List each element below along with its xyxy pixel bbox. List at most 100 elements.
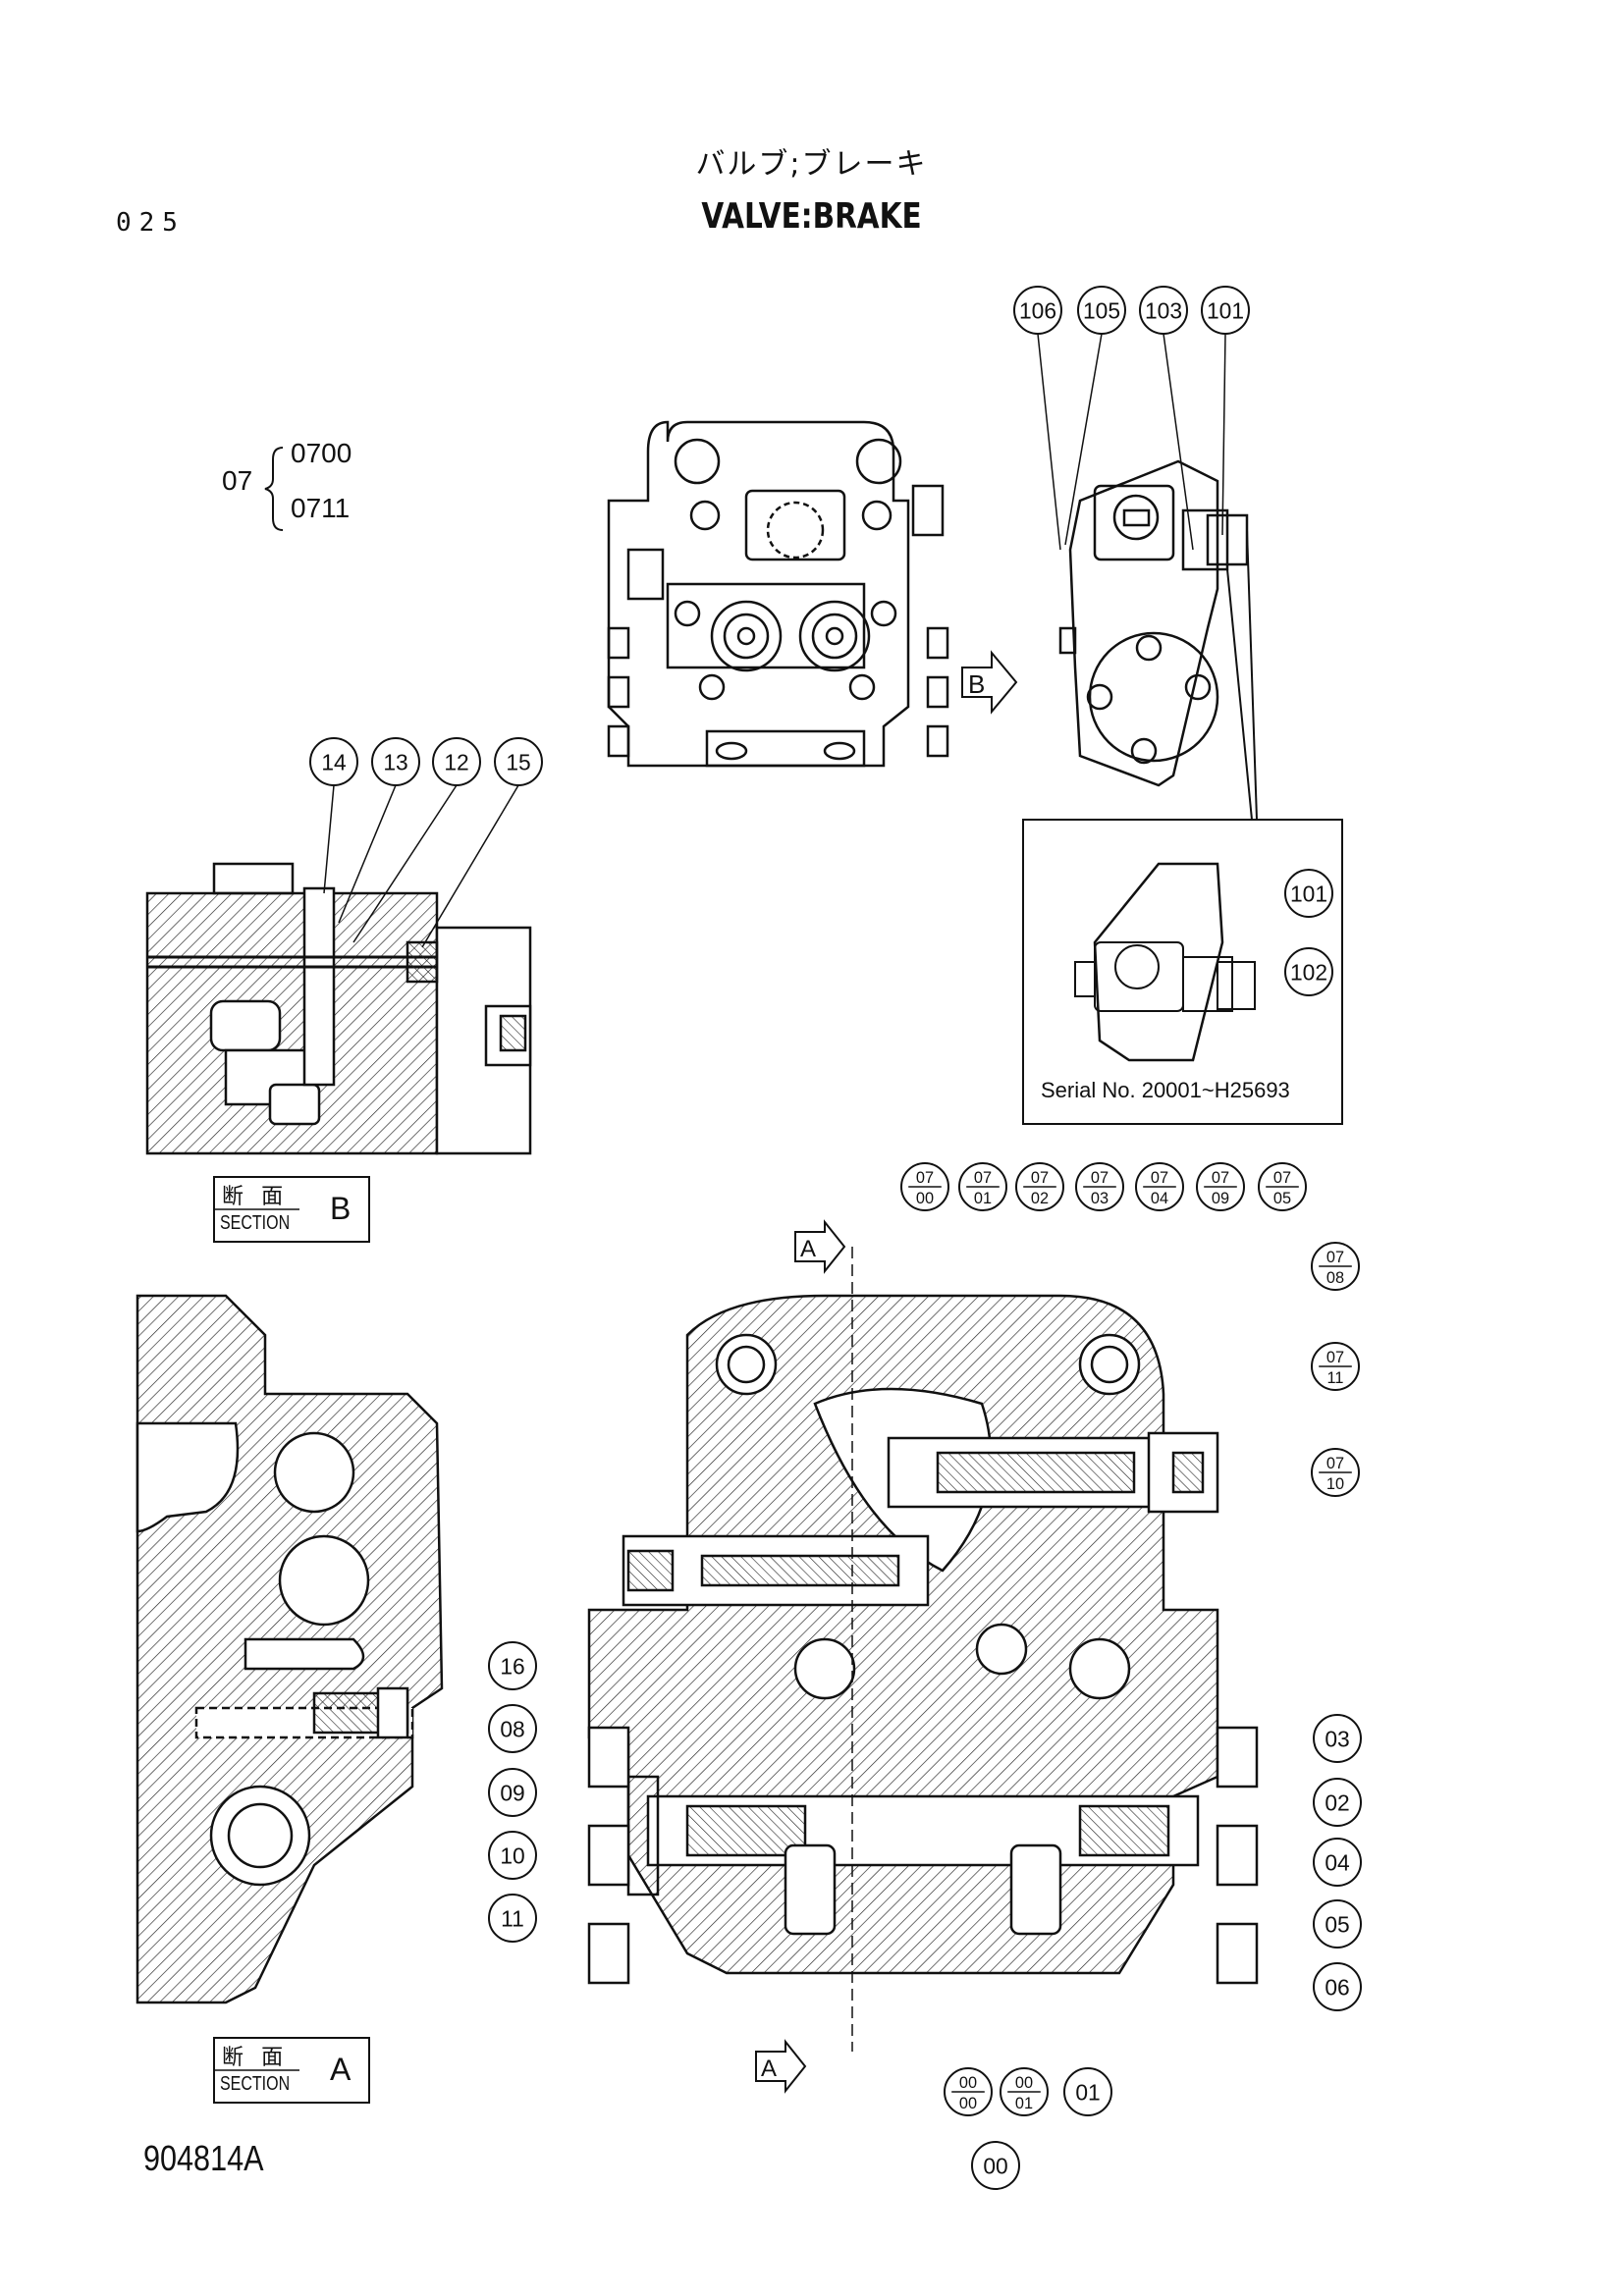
- group-brace: 07 0700 0711: [222, 438, 418, 546]
- callout-label: 00: [983, 2154, 1007, 2179]
- callout-main-bottom: 01: [1063, 2067, 1112, 2116]
- section-a-letter: A: [330, 2052, 352, 2087]
- callout-label: 00: [959, 2074, 977, 2092]
- callout-label: 03: [1325, 1727, 1349, 1752]
- view-marker-a-top: A: [800, 1236, 816, 1262]
- callout-section-a: 10: [488, 1831, 537, 1880]
- section-b-label-jp: 断 面: [222, 1184, 290, 1208]
- callout-label: 04: [1325, 1850, 1350, 1876]
- callout-label: 105: [1083, 298, 1120, 324]
- callout-label: 07: [974, 1169, 992, 1187]
- group-member: 0700: [291, 438, 352, 468]
- callout-label: 15: [506, 750, 530, 775]
- callout-label: 102: [1290, 960, 1327, 986]
- callout-top-side: 106: [1013, 286, 1062, 551]
- callout-main-right: 06: [1313, 1962, 1362, 2011]
- callout-label: 07: [1326, 1249, 1344, 1266]
- section-b-letter: B: [330, 1191, 352, 1226]
- callout-label: 02: [1031, 1190, 1049, 1207]
- callout-label: 03: [1091, 1190, 1109, 1207]
- callout-top-side: 103: [1139, 286, 1194, 551]
- callout-label: 12: [444, 750, 468, 775]
- page-number: 025: [116, 208, 186, 238]
- section-b-drawing: [145, 862, 532, 1155]
- callout-label: 13: [383, 750, 407, 775]
- brace-icon: [264, 447, 284, 531]
- side-view: [1058, 459, 1249, 787]
- callout-main-right: 05: [1313, 1899, 1362, 1949]
- callout-label: 14: [321, 750, 347, 775]
- callout-section-b: 12: [352, 737, 481, 943]
- callout-label: 10: [1326, 1475, 1344, 1493]
- callout-main-bottom: 00: [971, 2141, 1020, 2190]
- callout-label: 09: [500, 1781, 524, 1806]
- callout-main-right: 02: [1313, 1778, 1362, 1827]
- callout-main-right-split: 0711: [1311, 1342, 1360, 1391]
- callout-section-b: 14: [309, 737, 358, 894]
- callout-main-bottom-split: 0001: [1000, 2067, 1049, 2116]
- callout-serial-detail: 101: [1284, 869, 1333, 918]
- callout-top-side: 105: [1064, 286, 1126, 546]
- front-view: [607, 420, 1018, 768]
- callout-label: 10: [500, 1843, 524, 1869]
- group-member: 0711: [291, 493, 351, 523]
- callout-label: 106: [1019, 298, 1056, 324]
- callout-label: 01: [1075, 2080, 1100, 2106]
- callout-label: 00: [916, 1190, 934, 1207]
- group-id: 07: [222, 465, 253, 496]
- callout-label: 08: [500, 1717, 524, 1742]
- callout-top-side: 101: [1201, 286, 1250, 536]
- callout-label: 07: [1212, 1169, 1229, 1187]
- callout-section-a: 11: [488, 1894, 537, 1943]
- drawing-number: 904814A: [143, 2138, 264, 2178]
- callout-label: 05: [1273, 1190, 1291, 1207]
- callout-section-a: 16: [488, 1641, 537, 1690]
- callout-label: 07: [916, 1169, 934, 1187]
- callout-label: 05: [1325, 1912, 1349, 1938]
- callout-main-right: 04: [1313, 1838, 1362, 1887]
- view-marker-a-bottom: A: [761, 2056, 777, 2082]
- callout-label: 06: [1325, 1975, 1349, 2001]
- callout-label: 101: [1290, 881, 1327, 907]
- callout-label: 07: [1326, 1455, 1344, 1472]
- callout-main-top: 0700: [900, 1162, 949, 1211]
- callout-label: 07: [1091, 1169, 1109, 1187]
- callout-label: 00: [959, 2095, 977, 2112]
- callout-label: 11: [1327, 1369, 1344, 1387]
- callout-section-a: 08: [488, 1704, 537, 1753]
- title-japanese: バルブ;ブレーキ: [695, 147, 928, 182]
- section-a-label: 断 面 SECTION A: [214, 2038, 369, 2103]
- callout-label: 16: [500, 1654, 524, 1680]
- callout-label: 11: [501, 1906, 524, 1932]
- title-english: VALVE:BRAKE: [701, 196, 922, 237]
- callout-serial-detail: 102: [1284, 947, 1333, 996]
- callout-label: 07: [1273, 1169, 1291, 1187]
- section-a-label-jp: 断 面: [222, 2045, 290, 2069]
- callout-label: 01: [974, 1190, 992, 1207]
- callout-section-b: 13: [338, 737, 420, 924]
- callout-main-right: 03: [1313, 1714, 1362, 1763]
- serial-note: Serial No. 20001~H25693: [1041, 1078, 1290, 1102]
- serial-detail: [1022, 529, 1343, 1125]
- callout-label: 07: [1326, 1349, 1344, 1366]
- section-b-label-en: SECTION: [220, 1212, 291, 1234]
- callout-label: 103: [1145, 298, 1182, 324]
- view-marker-b: B: [968, 669, 985, 699]
- callout-label: 02: [1325, 1790, 1349, 1816]
- section-a-drawing: [135, 1294, 444, 2004]
- section-a-label-en: SECTION: [220, 2073, 291, 2095]
- callout-label: 04: [1151, 1190, 1168, 1207]
- callout-label: 09: [1212, 1190, 1229, 1207]
- callout-label: 01: [1015, 2095, 1033, 2112]
